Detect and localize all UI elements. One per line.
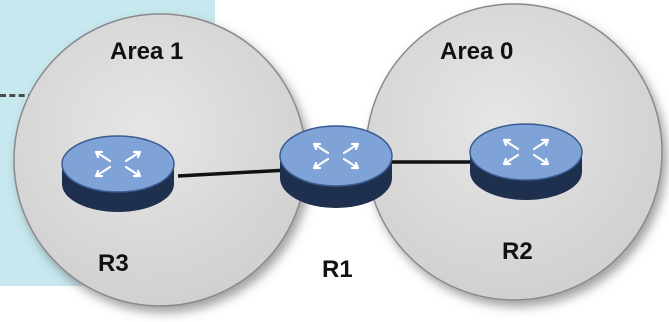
area-1-label: Area 1 xyxy=(110,38,184,65)
router-r2-label: R2 xyxy=(502,238,533,265)
router-r1-label: R1 xyxy=(322,256,353,283)
router-r2-icon xyxy=(469,123,583,200)
link-r3-r1 xyxy=(177,168,289,178)
router-r3-label: R3 xyxy=(98,250,129,277)
router-r3-icon xyxy=(61,135,175,212)
router-r1-icon xyxy=(279,125,393,208)
area-0-label: Area 0 xyxy=(440,38,514,65)
